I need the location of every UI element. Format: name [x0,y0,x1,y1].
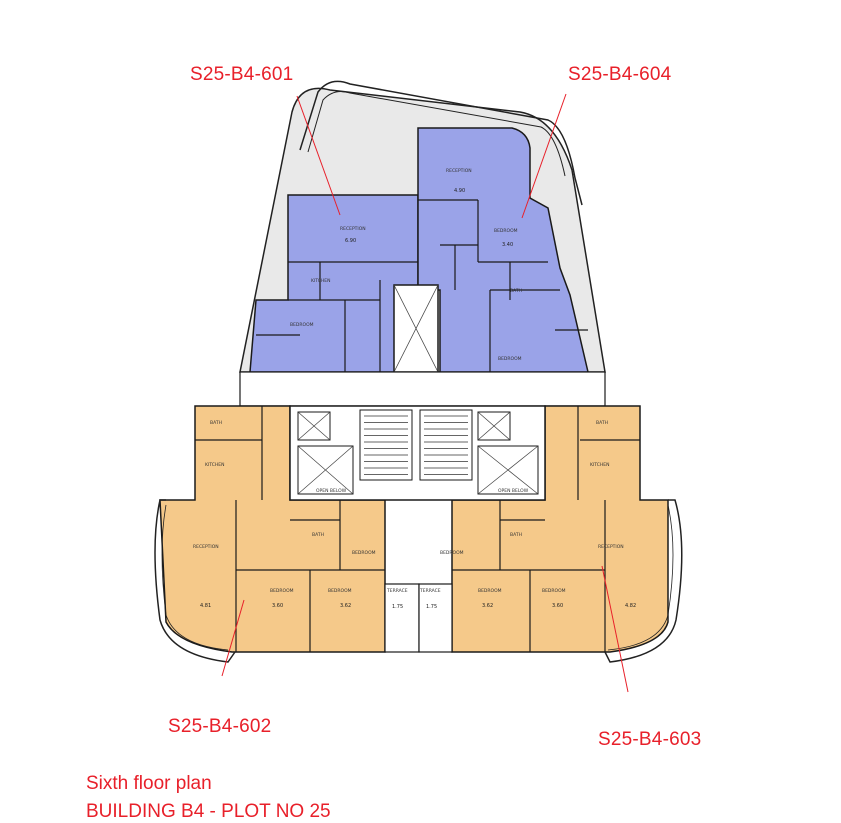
room-label-kitchen-602: KITCHEN [205,462,225,468]
room-label-bath-602: BATH [312,532,324,538]
room-label-kitchen-601: KITCHEN [311,278,331,284]
room-label-open-below-e: OPEN BELOW [498,488,529,494]
room-label-bath-604: BATH [510,288,522,294]
room-label-bedroom-604: BEDROOM [494,228,518,234]
room-label-reception-604: RECEPTION [446,168,472,174]
terraces [384,583,453,653]
room-label-bedroom-604b: BEDROOM [498,356,522,362]
unit-label-604: S25-B4-604 [568,64,672,85]
room-label-bedroom-602b: BEDROOM [328,588,352,594]
unit-label-602: S25-B4-602 [168,716,272,737]
room-label-terrace-w: TERRACE [386,588,408,594]
south-interior-walls [195,406,640,652]
room-label-bath-603b: BATH [596,420,608,426]
unit-603-fill [451,405,669,653]
room-label-reception-602: RECEPTION [193,544,219,550]
dim-ne-bedroom: 3.40 [502,242,513,248]
leader-602 [221,599,245,677]
room-label-bedroom-602a: BEDROOM [270,588,294,594]
room-label-bedroom-603c: BEDROOM [440,550,464,556]
se-balcony-outline [604,499,683,663]
dim-ne-reception: 4.90 [454,188,465,194]
leader-603 [601,565,629,693]
corridor [239,371,606,407]
sw-balcony-outline [154,499,236,663]
dim-sw-bed1: 3.60 [272,603,283,609]
dim-terrace-e: 1.75 [426,604,437,610]
room-label-reception-603: RECEPTION [598,544,624,550]
dim-sw-bed2: 3.62 [340,603,351,609]
unit-602-fill [159,405,386,653]
north-roof-curve-inner [307,91,566,177]
dim-nw-reception: 6.90 [345,238,356,244]
room-label-bath-603: BATH [510,532,522,538]
north-core [393,284,439,373]
leader-lines [221,93,629,693]
caption-subtitle: BUILDING B4 - PLOT NO 25 [86,801,331,822]
room-label-kitchen-603: KITCHEN [590,462,610,468]
room-label-bedroom-601: BEDROOM [290,322,314,328]
north-roof-curve [299,80,583,206]
dim-se-reception: 4.82 [625,603,636,609]
leader-601 [296,95,341,216]
room-label-bedroom-602c: BEDROOM [352,550,376,556]
unit-label-601: S25-B4-601 [190,64,294,85]
dim-se-bed2: 3.60 [552,603,563,609]
caption-title: Sixth floor plan [86,773,212,794]
room-label-open-below-w: OPEN BELOW [316,488,347,494]
room-label-bath-602: BATH [210,420,222,426]
room-label-bedroom-603a: BEDROOM [542,588,566,594]
unit-label-603: S25-B4-603 [598,729,702,750]
room-label-terrace-e: TERRACE [419,588,441,594]
dim-se-bed1: 3.62 [482,603,493,609]
leader-604 [521,93,567,219]
dim-sw-reception: 4.81 [200,603,211,609]
room-label-reception-601: RECEPTION [340,226,366,232]
room-labels: RECEPTION 6.90 RECEPTION 4.90 BEDROOM 3.… [193,168,636,610]
dim-terrace-w: 1.75 [392,604,403,610]
south-core [289,405,546,501]
room-label-bedroom-603b: BEDROOM [478,588,502,594]
north-interior-walls [256,199,588,372]
